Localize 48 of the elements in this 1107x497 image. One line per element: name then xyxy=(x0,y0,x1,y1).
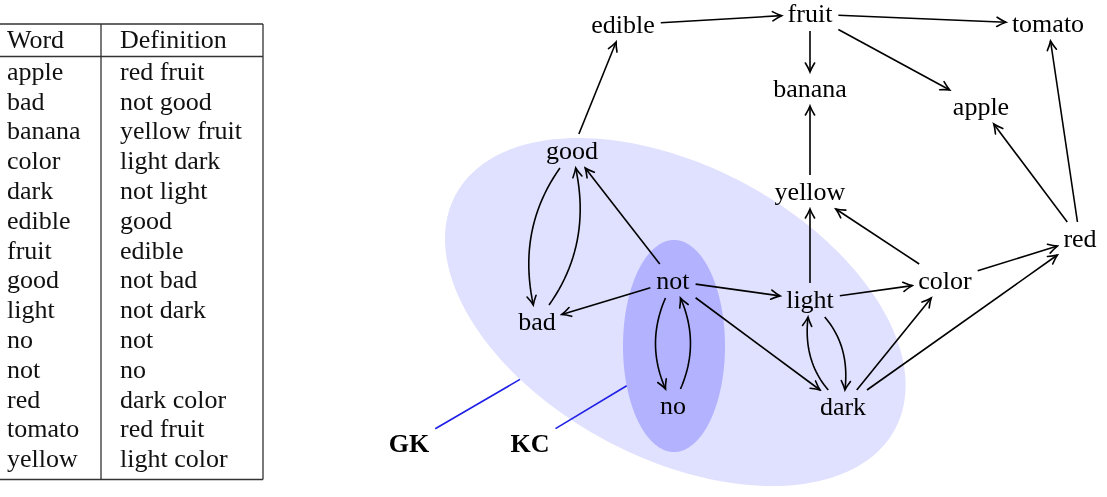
definition-text: dark color xyxy=(120,385,227,414)
word-label: not xyxy=(656,267,690,295)
definition-text: not dark xyxy=(120,296,206,325)
word-label: good xyxy=(546,137,598,165)
definition-text: red fruit xyxy=(120,415,205,444)
term-text: edible xyxy=(7,206,71,235)
definition-text: light dark xyxy=(120,147,221,176)
definition-text: yellow fruit xyxy=(120,117,243,146)
term-text: good xyxy=(7,266,59,295)
definition-text: red fruit xyxy=(120,57,205,86)
term-text: yellow xyxy=(7,445,78,474)
column-heading: Definition xyxy=(120,26,227,55)
definition-text: not xyxy=(120,325,154,354)
word-label: yellow xyxy=(774,178,846,206)
word-label: red xyxy=(1063,225,1097,253)
term-text: tomato xyxy=(7,415,80,444)
term-text: apple xyxy=(7,57,64,86)
word-label: banana xyxy=(773,75,847,103)
word-label: color xyxy=(918,267,972,295)
word-label: bad xyxy=(518,308,556,336)
term-text: no xyxy=(7,325,33,354)
term-text: not xyxy=(7,355,41,384)
definition-text: good xyxy=(120,206,172,235)
definition-text: light color xyxy=(120,445,228,474)
word-label: tomato xyxy=(1011,10,1085,38)
word-label: no xyxy=(660,392,686,420)
term-text: color xyxy=(7,147,61,176)
leader-line xyxy=(434,378,521,430)
definition-text: no xyxy=(120,355,146,384)
definition-text: edible xyxy=(120,236,184,265)
definition-text: not bad xyxy=(120,266,198,295)
region-label: KC xyxy=(510,430,550,458)
leader-line xyxy=(554,384,628,430)
word-label: dark xyxy=(819,393,867,421)
word-label: edible xyxy=(591,11,655,39)
definition-text: not good xyxy=(120,87,212,116)
word-label: fruit xyxy=(787,0,833,28)
column-heading: Word xyxy=(7,26,65,55)
term-text: red xyxy=(7,385,41,414)
definition-text: not light xyxy=(120,176,208,205)
region-label: GK xyxy=(388,430,430,458)
word-label: light xyxy=(786,286,834,314)
term-text: fruit xyxy=(7,236,52,265)
term-text: light xyxy=(7,296,55,325)
term-text: dark xyxy=(7,176,54,205)
term-text: banana xyxy=(7,117,81,146)
word-label: apple xyxy=(952,93,1010,121)
term-text: bad xyxy=(7,87,45,116)
